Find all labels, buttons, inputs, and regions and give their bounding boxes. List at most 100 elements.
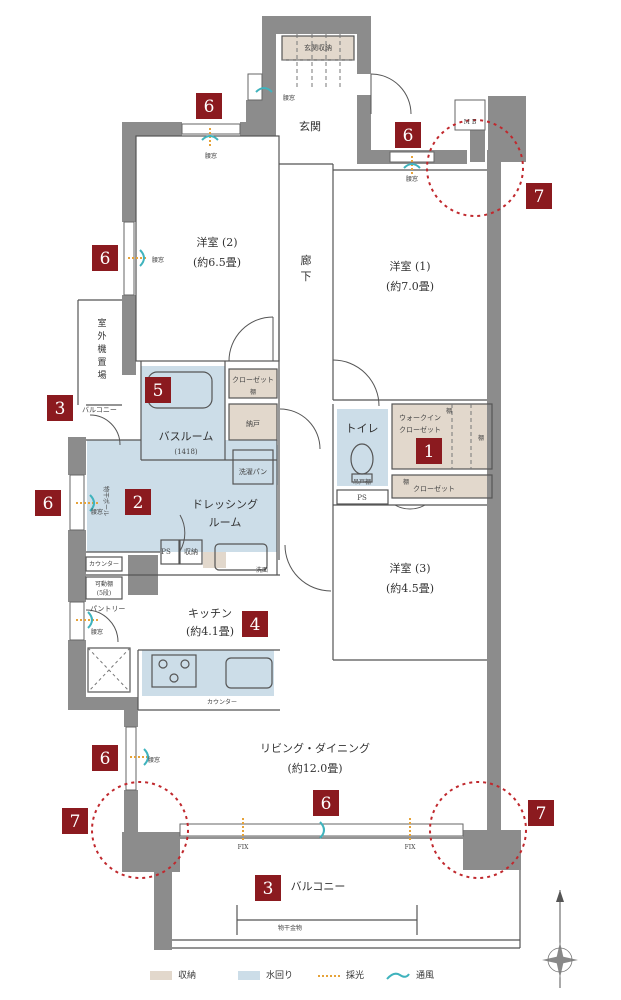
cross-box (87, 647, 131, 693)
badge-1: 1 (416, 438, 442, 464)
dressing-label-1: ドレッシング (192, 497, 258, 511)
walls (68, 16, 526, 950)
storage-label: 収納 (184, 547, 198, 556)
kitchen-counter-label: カウンター (207, 698, 237, 706)
legend-storage-label: 収納 (178, 971, 197, 981)
badge-7-top-right: 7 (526, 183, 552, 209)
movable-shelf-label-1: 可動棚 (95, 580, 113, 588)
living-dining-size: (約12.0畳) (287, 761, 342, 775)
kitchen-label: キッチン (188, 607, 232, 620)
svg-text:4: 4 (250, 615, 261, 635)
ventilation-arcs (87, 87, 421, 839)
entrance-label: 玄関 (299, 119, 321, 133)
living-dining-label: リビング・ダイニング (260, 741, 370, 755)
movable-shelf-label-2: (5段) (97, 589, 112, 597)
corridor-label: 下 (301, 270, 312, 283)
svg-text:6: 6 (204, 97, 215, 117)
badge-6-western2: 6 (92, 245, 118, 271)
svg-text:7: 7 (70, 812, 81, 832)
window-label-5: 腰窓 (148, 756, 160, 764)
legend-water: 水回り (238, 968, 293, 984)
legend: 収納 水回り 採光 通風 (150, 968, 470, 988)
western3-size: (約4.5畳) (386, 581, 434, 595)
legend-storage: 収納 (150, 968, 196, 984)
western1-size: (約7.0畳) (386, 279, 434, 293)
counter-label-small: カウンター (89, 560, 119, 568)
outdoor-unit-label: 室 外 機 置 場 (97, 317, 106, 381)
fix-label-left: FIX (238, 844, 250, 851)
legend-ventilation-label: 通風 (416, 971, 435, 981)
circle-top-right (426, 119, 524, 217)
svg-text:機: 機 (97, 343, 106, 355)
walkin-label-1: ウォークイン (399, 414, 441, 422)
storage-swatch (150, 971, 172, 980)
badge-3-left: 3 (47, 395, 73, 421)
window-label-6: 腰窓 (406, 175, 418, 183)
svg-text:6: 6 (403, 126, 414, 146)
window-label-7: 腰窓 (283, 94, 295, 102)
badge-4: 4 (242, 611, 268, 637)
circle-bottom-left (91, 781, 189, 879)
window-label-1: 腰窓 (205, 152, 217, 160)
legend-daylight: 採光 (318, 968, 364, 984)
svg-text:6: 6 (100, 249, 111, 269)
storeroom-label: 納戸 (246, 419, 260, 428)
closet-shelf-label: 棚 (250, 388, 256, 396)
drying-hardware-label: 物干金物 (278, 924, 302, 932)
balcony-label: バルコニー (291, 880, 346, 893)
toilet-shelf-label: 吊戸棚 (353, 478, 371, 486)
balcony-small-label: バルコニー (82, 406, 117, 414)
mb-label: M B (464, 119, 477, 126)
dashed-lines (282, 34, 472, 469)
badge-6-left: 6 (35, 490, 61, 516)
badge-6-living-bottom: 6 (313, 790, 339, 816)
svg-text:室: 室 (97, 317, 106, 329)
western2-label: 洋室 (2) (196, 235, 237, 249)
closet3-label: クローゼット (413, 484, 455, 493)
svg-text:2: 2 (133, 493, 144, 513)
closet3-shelf-label: 棚 (403, 478, 409, 486)
bathroom-size: (1418) (174, 448, 198, 456)
badge-6-living-left: 6 (92, 745, 118, 771)
ps-label-toilet: PS (357, 494, 367, 502)
toilet-label: トイレ (346, 422, 379, 435)
room-labels: 玄関収納 玄関 廊 下 洋室 (2) (約6.5畳) 洋室 (1) (約7.0畳… (82, 43, 484, 932)
svg-text:5: 5 (153, 381, 164, 401)
walkin-shelf-label-2: 棚 (478, 434, 484, 442)
svg-text:場: 場 (97, 369, 106, 381)
svg-text:1: 1 (424, 442, 435, 462)
dressing-label-2: ルーム (209, 516, 242, 529)
svg-text:6: 6 (321, 794, 332, 814)
svg-text:3: 3 (55, 399, 66, 419)
svg-text:外: 外 (97, 330, 106, 342)
feature-circles (91, 119, 527, 879)
window-label-4: 腰窓 (91, 628, 103, 636)
daylight-line-icon (318, 974, 340, 977)
ps-label-dressing: PS (161, 548, 171, 556)
drying-pole-label: 物干ポール (102, 486, 110, 516)
water-swatch (238, 971, 260, 980)
svg-text:6: 6 (100, 749, 111, 769)
entrance-storage-label: 玄関収納 (304, 43, 332, 52)
badge-5: 5 (145, 377, 171, 403)
window-label-3: 腰窓 (91, 508, 103, 516)
badges: 6 6 7 6 5 3 1 6 (35, 93, 554, 901)
door-swings (85, 73, 426, 643)
western3-label: 洋室 (3) (389, 561, 430, 575)
walkin-shelf-label: 棚 (446, 407, 452, 415)
western2-size: (約6.5畳) (193, 255, 241, 269)
svg-text:置: 置 (97, 357, 106, 368)
badge-7-bottom-left: 7 (62, 808, 88, 834)
badge-6-top-right: 6 (395, 122, 421, 148)
circle-bottom-right (429, 781, 527, 879)
pantry-label: パントリー (90, 605, 125, 613)
corridor-label-1: 廊 (301, 253, 312, 267)
badge-3-balcony: 3 (255, 875, 281, 901)
kitchen-size: (約4.1畳) (186, 624, 234, 638)
badge-7-bottom-right: 7 (528, 800, 554, 826)
compass-icon (542, 890, 578, 988)
fix-label-right: FIX (405, 844, 417, 851)
svg-text:7: 7 (534, 187, 545, 207)
basin-label: 洗面 (256, 566, 268, 574)
svg-text:3: 3 (263, 879, 274, 899)
